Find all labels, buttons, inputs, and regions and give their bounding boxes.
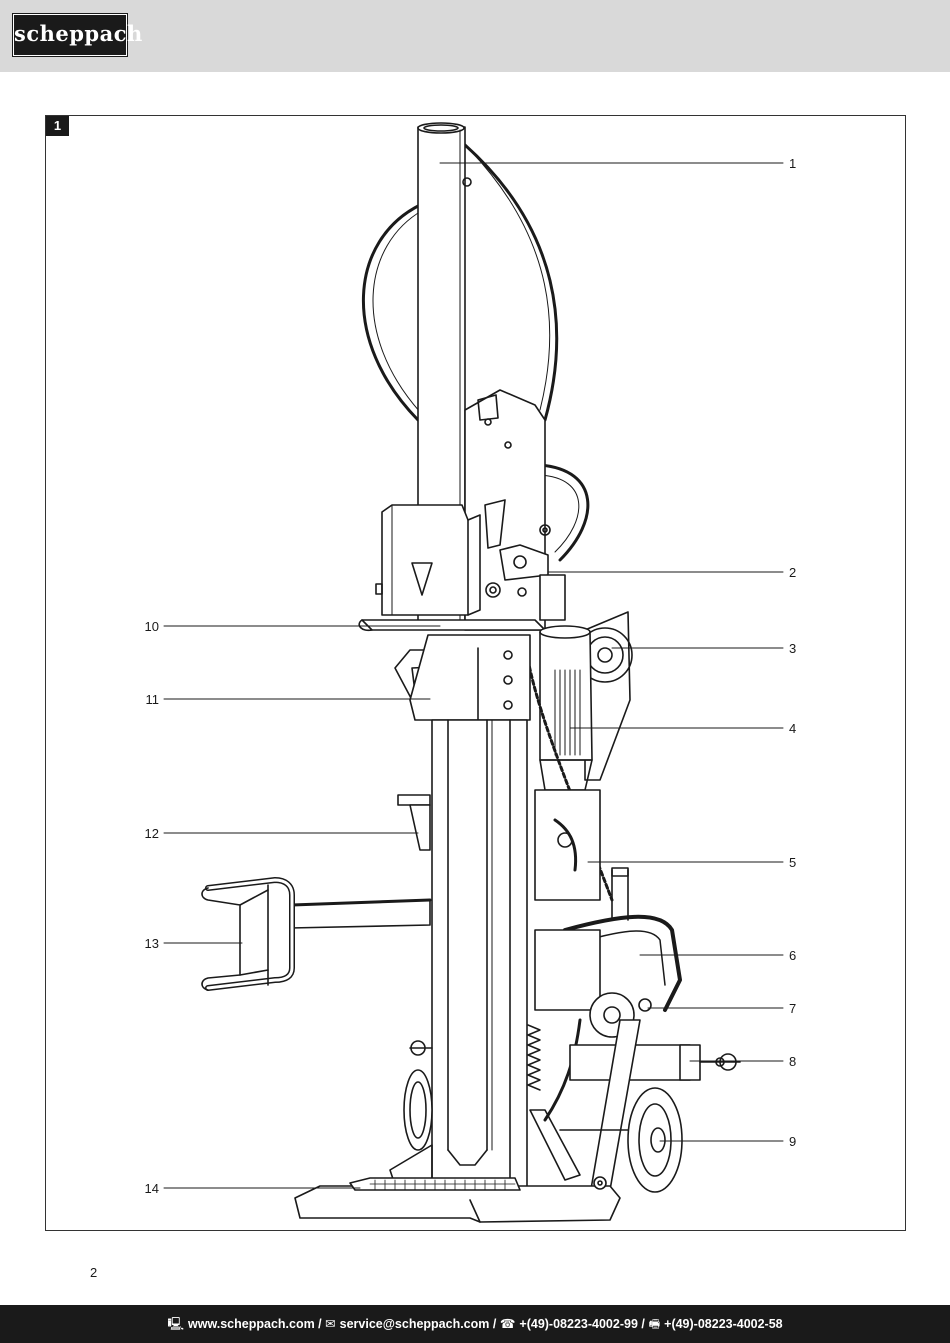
footer-phone: +(49)-08223-4002-99 / [519, 1317, 645, 1331]
callout-6: 6 [789, 948, 797, 963]
callout-9: 9 [789, 1134, 797, 1149]
callout-12: 12 [144, 826, 159, 841]
callout-14: 14 [144, 1181, 159, 1196]
footer-email: service@scheppach.com / [339, 1317, 497, 1331]
callout-11: 11 [145, 692, 160, 707]
callout-2: 2 [789, 565, 797, 580]
envelope-icon: ✉ [325, 1317, 336, 1331]
callout-13: 13 [144, 936, 159, 951]
computer-icon: 🖳 [167, 1317, 185, 1331]
fax-icon: 🖷 [648, 1317, 661, 1331]
callout-8: 8 [789, 1054, 797, 1069]
header-bar: scheppach [0, 0, 950, 72]
callout-5: 5 [789, 855, 797, 870]
figure-frame [45, 115, 906, 1231]
page-number: 2 [90, 1265, 98, 1280]
footer-fax: +(49)-08223-4002-58 [664, 1317, 783, 1331]
callout-7: 7 [789, 1001, 797, 1016]
scheppach-logo: scheppach [13, 14, 142, 56]
callout-4: 4 [789, 721, 797, 736]
callout-1: 1 [789, 156, 797, 171]
callout-10: 10 [144, 619, 159, 634]
figure-number-badge: 1 [46, 116, 69, 136]
telephone-icon: ☎ [499, 1317, 516, 1331]
callout-3: 3 [789, 641, 797, 656]
footer-website: www.scheppach.com / [188, 1317, 322, 1331]
footer-bar: 🖳www.scheppach.com / ✉service@scheppach.… [0, 1305, 950, 1343]
